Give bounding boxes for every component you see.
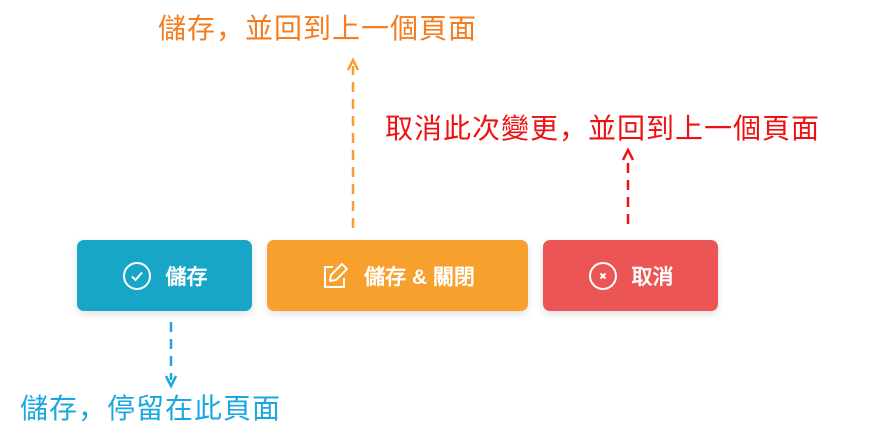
save-and-close-button[interactable]: 儲存 & 關閉 [267,240,528,311]
check-circle-icon [122,261,152,291]
arrow-save-close [346,57,360,228]
annotation-save-close: 儲存，並回到上一個頁面 [158,13,478,44]
save-button-label: 儲存 [165,265,208,289]
save-and-close-button-label: 儲存 & 關閉 [364,265,475,289]
annotation-save: 儲存，停留在此頁面 [20,393,282,424]
cancel-button[interactable]: 取消 [543,240,718,311]
x-circle-icon [588,261,618,291]
arrow-save [164,322,178,389]
save-button[interactable]: 儲存 [77,240,252,311]
arrow-cancel [621,147,635,224]
annotation-cancel: 取消此次變更，並回到上一個頁面 [385,113,821,144]
cancel-button-label: 取消 [631,265,674,289]
edit-icon [320,261,350,291]
